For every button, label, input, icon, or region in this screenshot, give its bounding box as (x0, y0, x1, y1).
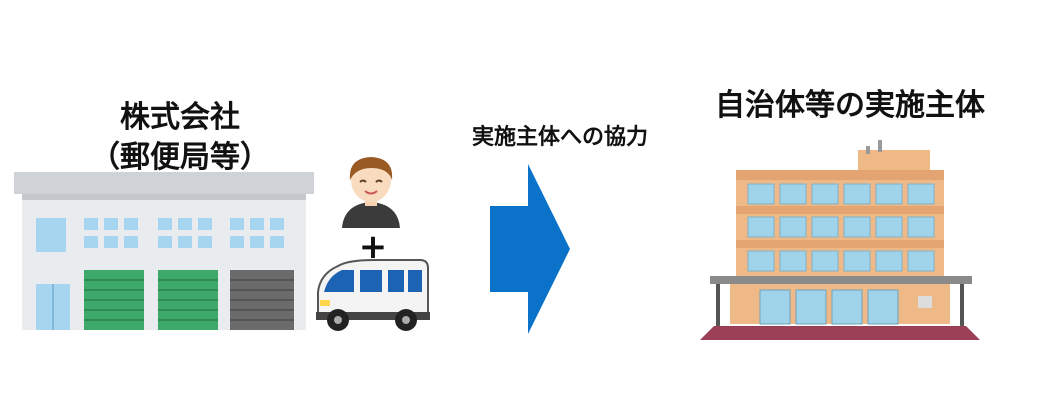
person-icon (342, 157, 400, 228)
company-label-line1: 株式会社 (120, 100, 240, 135)
arrow-right-icon (490, 164, 570, 334)
factory-icon (14, 172, 314, 330)
office-building-icon (700, 140, 980, 340)
company-label-line2: （郵便局等） (90, 140, 270, 175)
van-icon (316, 259, 430, 331)
implementer-label: 自治体等の実施主体 (715, 88, 985, 123)
plus-sign: + (358, 227, 388, 267)
arrow-label: 実施主体への協力 (471, 125, 648, 150)
company-label: 株式会社 （郵便局等） (70, 98, 290, 178)
